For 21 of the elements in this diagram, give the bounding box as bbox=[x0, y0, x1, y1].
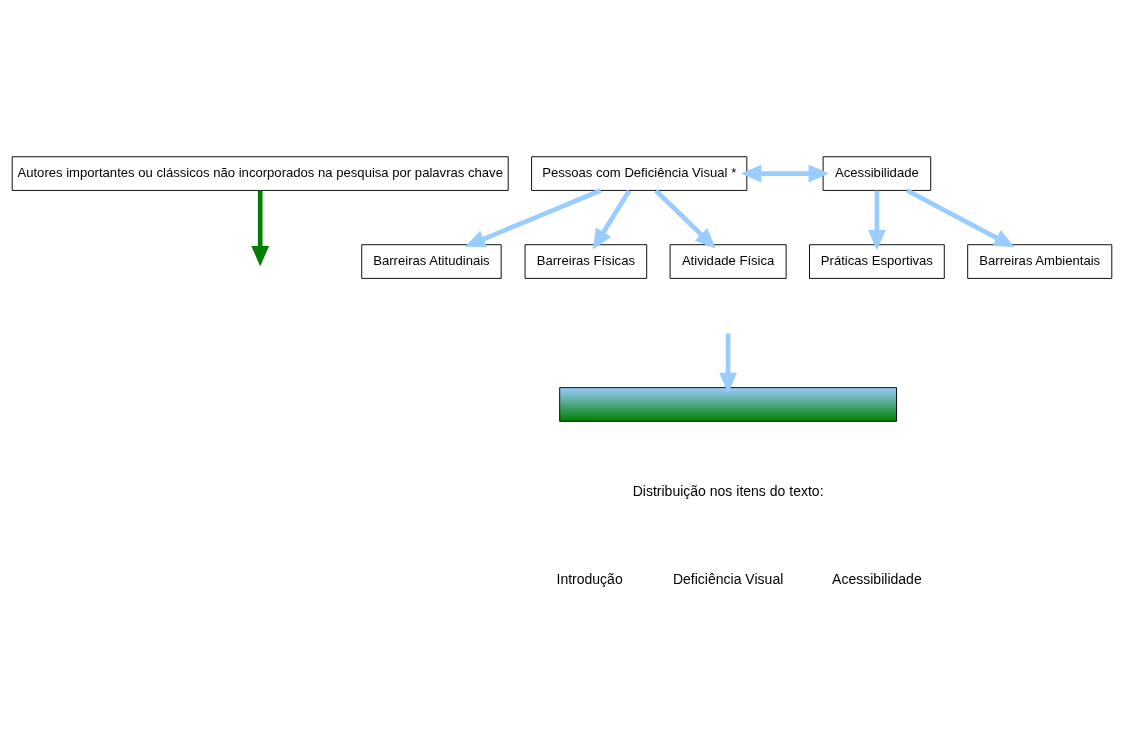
arrow bbox=[906, 187, 1015, 247]
arrow bbox=[719, 332, 737, 393]
node-box: Autores importantes ou clássicos não incorporados na pesquisa por palavras chave bbox=[11, 155, 509, 191]
node-picture bbox=[559, 386, 898, 422]
arrow bbox=[741, 164, 829, 182]
arrow bbox=[464, 187, 602, 247]
node-box: Barreiras Ambientais bbox=[967, 243, 1113, 279]
node-box: Atividade Física bbox=[669, 243, 787, 279]
node-box: Pessoas com Deficiência Visual * bbox=[531, 155, 748, 191]
node-box: Barreiras Físicas bbox=[524, 243, 648, 279]
arrow bbox=[868, 190, 886, 250]
arrow bbox=[654, 188, 716, 249]
label: Deficiência Visual bbox=[672, 570, 784, 587]
label: Introdução bbox=[556, 570, 623, 587]
node-box: Acessibilidade bbox=[822, 155, 932, 191]
label: Acessibilidade bbox=[832, 570, 922, 587]
arrow bbox=[592, 188, 632, 249]
node-box: Barreiras Atitudinais bbox=[361, 243, 502, 279]
arrow bbox=[251, 190, 270, 266]
node-box: Práticas Esportivas bbox=[809, 243, 945, 279]
label: Distribuição nos itens do texto: bbox=[632, 482, 824, 499]
